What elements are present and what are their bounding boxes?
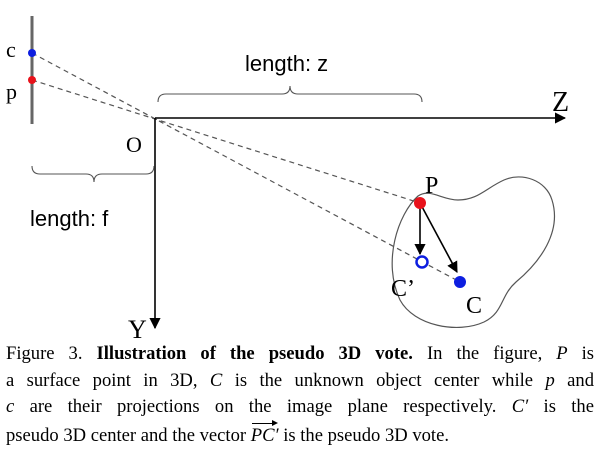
caption-text: In the figure,: [426, 343, 543, 364]
caption-text: is the pseudo 3D vote.: [283, 424, 449, 446]
label-point-P: P: [425, 173, 438, 199]
caption-text: is: [581, 343, 595, 364]
caption-line-4: pseudo 3D center and the vector PC′ is t…: [6, 419, 594, 450]
caption-text: is the unknown object center while: [234, 369, 534, 391]
caption-line-1: Figure 3. Illustration of the pseudo 3D …: [6, 341, 594, 368]
caption-text: are their projections on the image plane…: [29, 396, 497, 417]
caption-text: a surface point in 3D,: [6, 369, 198, 391]
point-c-projection: [28, 49, 36, 57]
point-C: [454, 276, 466, 288]
point-C-prime: [415, 255, 429, 269]
label-length-z: length: z: [245, 51, 328, 76]
label-point-C: C: [466, 293, 482, 319]
caption-line-3: c are their projections on the image pla…: [6, 394, 594, 421]
label-z-axis: Z: [552, 87, 569, 118]
pseudo-3d-vote-diagram: c p O Z Y length: z length: f P C’ C: [6, 16, 569, 340]
projection-line-c: [31, 52, 461, 283]
caption-var-C-prime: C′: [511, 396, 529, 417]
label-y-axis: Y: [128, 315, 147, 340]
arrow-P-to-C: [419, 202, 458, 273]
label-c-projection: c: [6, 37, 16, 62]
caption-text: is the: [543, 396, 594, 417]
caption-title: Illustration of the pseudo 3D vote.: [96, 343, 413, 364]
caption-vector-PC-prime: PC′: [251, 419, 279, 450]
object-outline: [391, 176, 556, 328]
label-origin: O: [126, 132, 142, 157]
brace-length-z: [157, 85, 423, 103]
figure-caption: Figure 3. Illustration of the pseudo 3D …: [6, 341, 594, 449]
caption-var-c: c: [6, 396, 15, 417]
caption-text: pseudo 3D center and the vector: [6, 424, 247, 446]
point-P: [414, 197, 426, 209]
caption-var-P: P: [556, 343, 568, 364]
point-p-projection: [28, 76, 36, 84]
caption-text: and: [567, 369, 594, 391]
caption-var-C: C: [209, 369, 223, 391]
caption-line-2: a surface point in 3D, C is the unknown …: [6, 368, 594, 395]
caption-figure-label: Figure 3.: [6, 343, 83, 364]
caption-var-p: p: [545, 369, 555, 391]
brace-length-f: [31, 165, 155, 183]
projection-line-p: [31, 79, 421, 204]
label-point-C-prime: C’: [391, 276, 415, 302]
label-length-f: length: f: [30, 206, 109, 231]
label-p-projection: p: [6, 79, 17, 104]
